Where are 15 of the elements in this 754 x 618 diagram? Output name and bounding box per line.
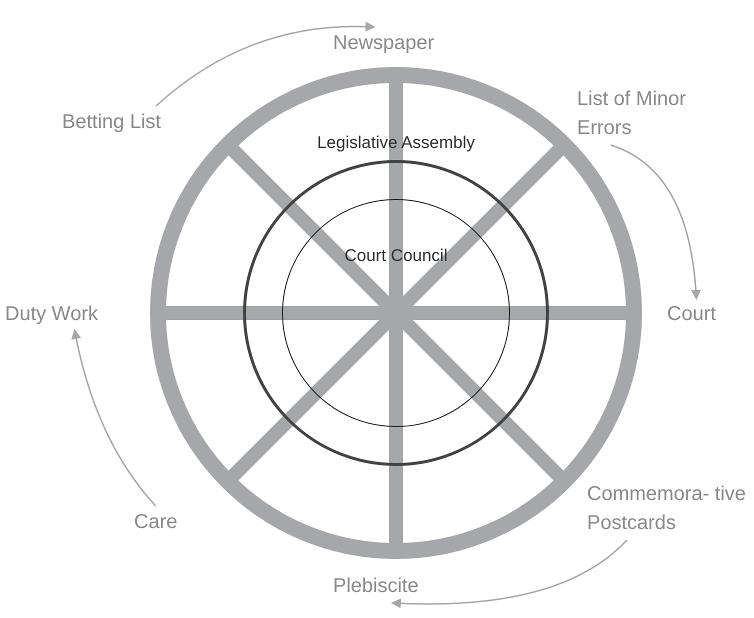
segment-label: Betting List bbox=[62, 108, 161, 137]
arrow bbox=[156, 22, 376, 107]
segment-label: Commemora- tive Postcards bbox=[587, 480, 747, 538]
arrow bbox=[71, 329, 156, 506]
arrow bbox=[610, 144, 701, 300]
segment-label: Care bbox=[134, 508, 178, 537]
segment-label: Plebiscite bbox=[333, 572, 419, 601]
segment-label: Court bbox=[667, 300, 716, 329]
segment-label: List of Minor Errors bbox=[577, 85, 712, 143]
segment-label: Duty Work bbox=[5, 300, 98, 329]
ring-label: Court Council bbox=[344, 246, 448, 266]
segment-label: Newspaper bbox=[333, 29, 434, 58]
ring-outline bbox=[282, 199, 510, 427]
ring-label: Legislative Assembly bbox=[316, 133, 476, 153]
arrow bbox=[390, 539, 628, 608]
